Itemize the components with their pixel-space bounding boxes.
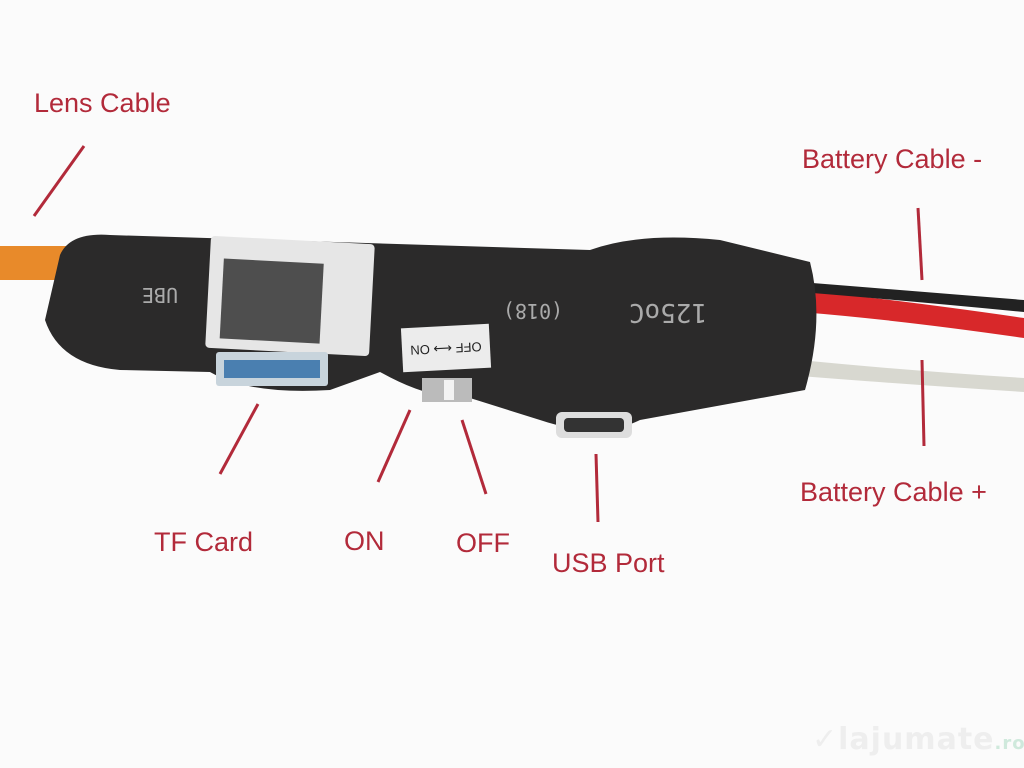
usb-port-opening	[564, 418, 624, 432]
watermark-check-icon: ✓	[812, 722, 839, 757]
switch-knob	[444, 380, 454, 400]
switch-sticker-text: OFF ⟷ ON	[410, 339, 482, 358]
print-ube: UBE	[142, 283, 178, 307]
callout-lines	[32, 145, 926, 523]
label-usb-port: USB Port	[552, 548, 665, 578]
label-off: OFF	[456, 528, 510, 558]
switch-sticker	[400, 323, 492, 373]
watermark-logo: ✓lajumate.ro	[812, 722, 1024, 757]
tf-card	[224, 360, 320, 378]
watermark-tld: .ro	[994, 733, 1024, 754]
battery-wire-white	[800, 360, 1024, 392]
label-battery-plus: Battery Cable +	[800, 477, 987, 507]
battery-wire-black	[800, 282, 1024, 312]
watermark-name: lajumate	[838, 722, 995, 757]
print-temp: 125oC	[629, 297, 707, 327]
label-on: ON	[344, 526, 385, 556]
label-battery-minus: Battery Cable -	[802, 144, 983, 174]
battery-wire-red	[800, 290, 1024, 338]
qr-code	[219, 258, 324, 344]
label-lens-cable: Lens Cable	[34, 88, 171, 118]
print-code: (018)	[503, 299, 563, 323]
label-tf-card: TF Card	[154, 527, 254, 557]
